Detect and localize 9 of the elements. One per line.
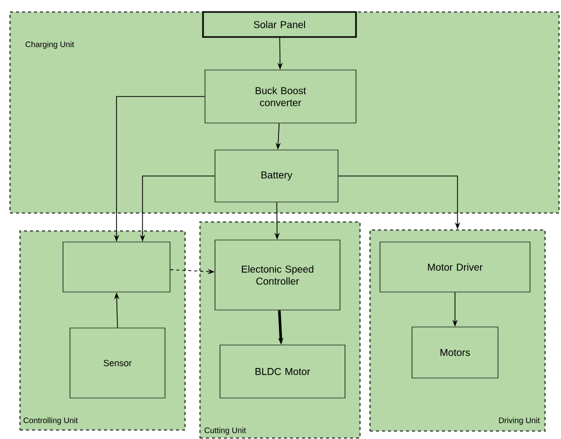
process-box: BLDC Motor [220, 344, 346, 398]
process-box: Solar Panel [202, 11, 357, 38]
process-box: Sensor [70, 328, 166, 398]
process-box: Buck Boost converter [204, 70, 356, 124]
process-box: Motors [412, 326, 498, 378]
process-box [62, 242, 170, 292]
process-box: Electonic Speed Controller [214, 240, 340, 310]
process-box: Battery [214, 150, 338, 202]
process-box: Motor Driver [380, 242, 530, 292]
